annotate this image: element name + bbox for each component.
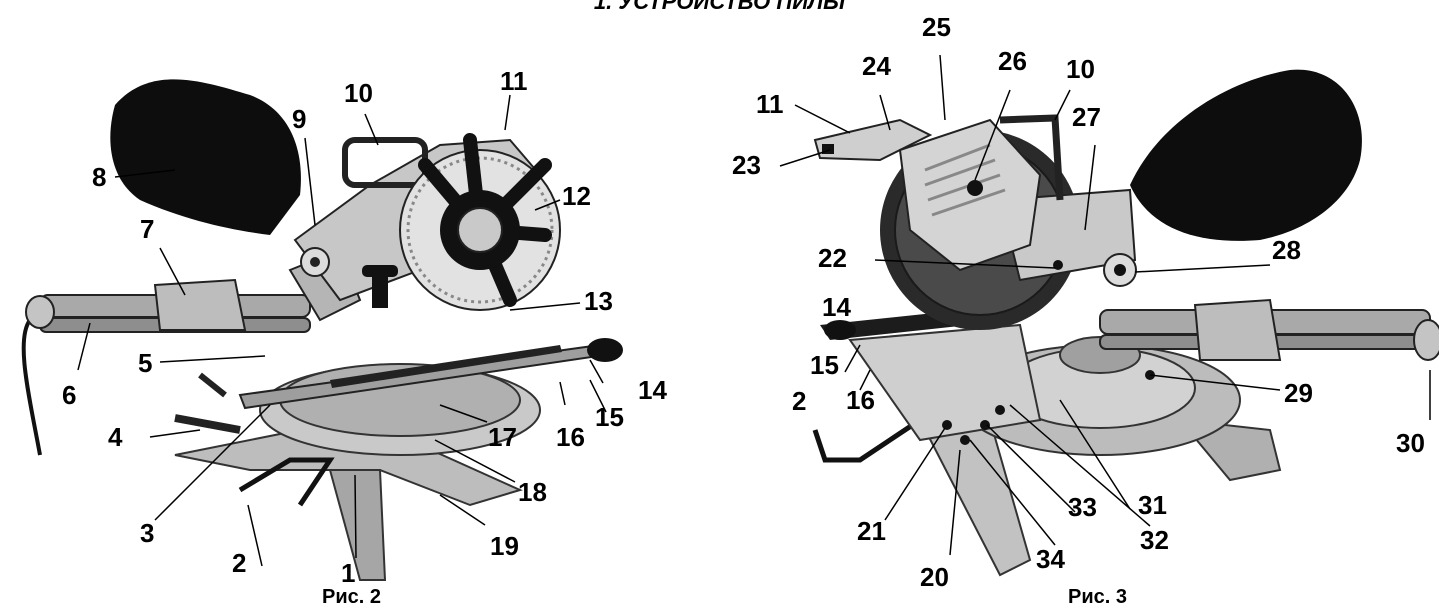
fig3-label-34: 34 <box>1036 546 1065 572</box>
fig3-label-30: 30 <box>1396 430 1425 456</box>
fig3-label-11: 11 <box>756 91 784 117</box>
fig2-label-7: 7 <box>140 216 154 242</box>
fig2-label-9: 9 <box>292 106 306 132</box>
fig2-label-18: 18 <box>518 479 547 505</box>
fig3-label-29: 29 <box>1284 380 1313 406</box>
figure-2-caption: Рис. 2 <box>322 587 381 607</box>
fig2-label-4: 4 <box>108 424 122 450</box>
fig2-label-14: 14 <box>638 377 667 403</box>
figure-3-caption: Рис. 3 <box>1068 587 1127 607</box>
fig2-label-2: 2 <box>232 550 246 576</box>
fig2-label-8: 8 <box>92 164 106 190</box>
fig2-label-10: 10 <box>344 80 373 106</box>
fig3-label-24: 24 <box>862 53 891 79</box>
fig3-label-15: 15 <box>810 352 839 378</box>
fig2-label-17: 17 <box>488 424 517 450</box>
fig2-label-12: 12 <box>562 183 591 209</box>
fig2-label-5: 5 <box>138 350 152 376</box>
fig2-label-11: 11 <box>500 68 528 94</box>
fig3-label-14: 14 <box>822 294 851 320</box>
fig3-label-22: 22 <box>818 245 847 271</box>
fig3-label-26: 26 <box>998 48 1027 74</box>
fig3-label-20: 20 <box>920 564 949 590</box>
fig3-label-31: 31 <box>1138 492 1167 518</box>
fig3-label-2: 2 <box>792 388 806 414</box>
fig2-label-3: 3 <box>140 520 154 546</box>
fig3-label-16: 16 <box>846 387 875 413</box>
fig3-label-32: 32 <box>1140 527 1169 553</box>
fig3-label-10: 10 <box>1066 56 1095 82</box>
fig3-label-28: 28 <box>1272 237 1301 263</box>
fig2-label-15: 15 <box>595 404 624 430</box>
fig2-label-1: 1 <box>341 560 355 586</box>
fig3-label-27: 27 <box>1072 104 1101 130</box>
fig2-label-16: 16 <box>556 424 585 450</box>
fig2-label-6: 6 <box>62 382 76 408</box>
fig3-label-25: 25 <box>922 14 951 40</box>
fig3-label-33: 33 <box>1068 494 1097 520</box>
fig3-label-21: 21 <box>857 518 886 544</box>
fig2-label-13: 13 <box>584 288 613 314</box>
fig2-label-19: 19 <box>490 533 519 559</box>
fig3-label-23: 23 <box>732 152 761 178</box>
